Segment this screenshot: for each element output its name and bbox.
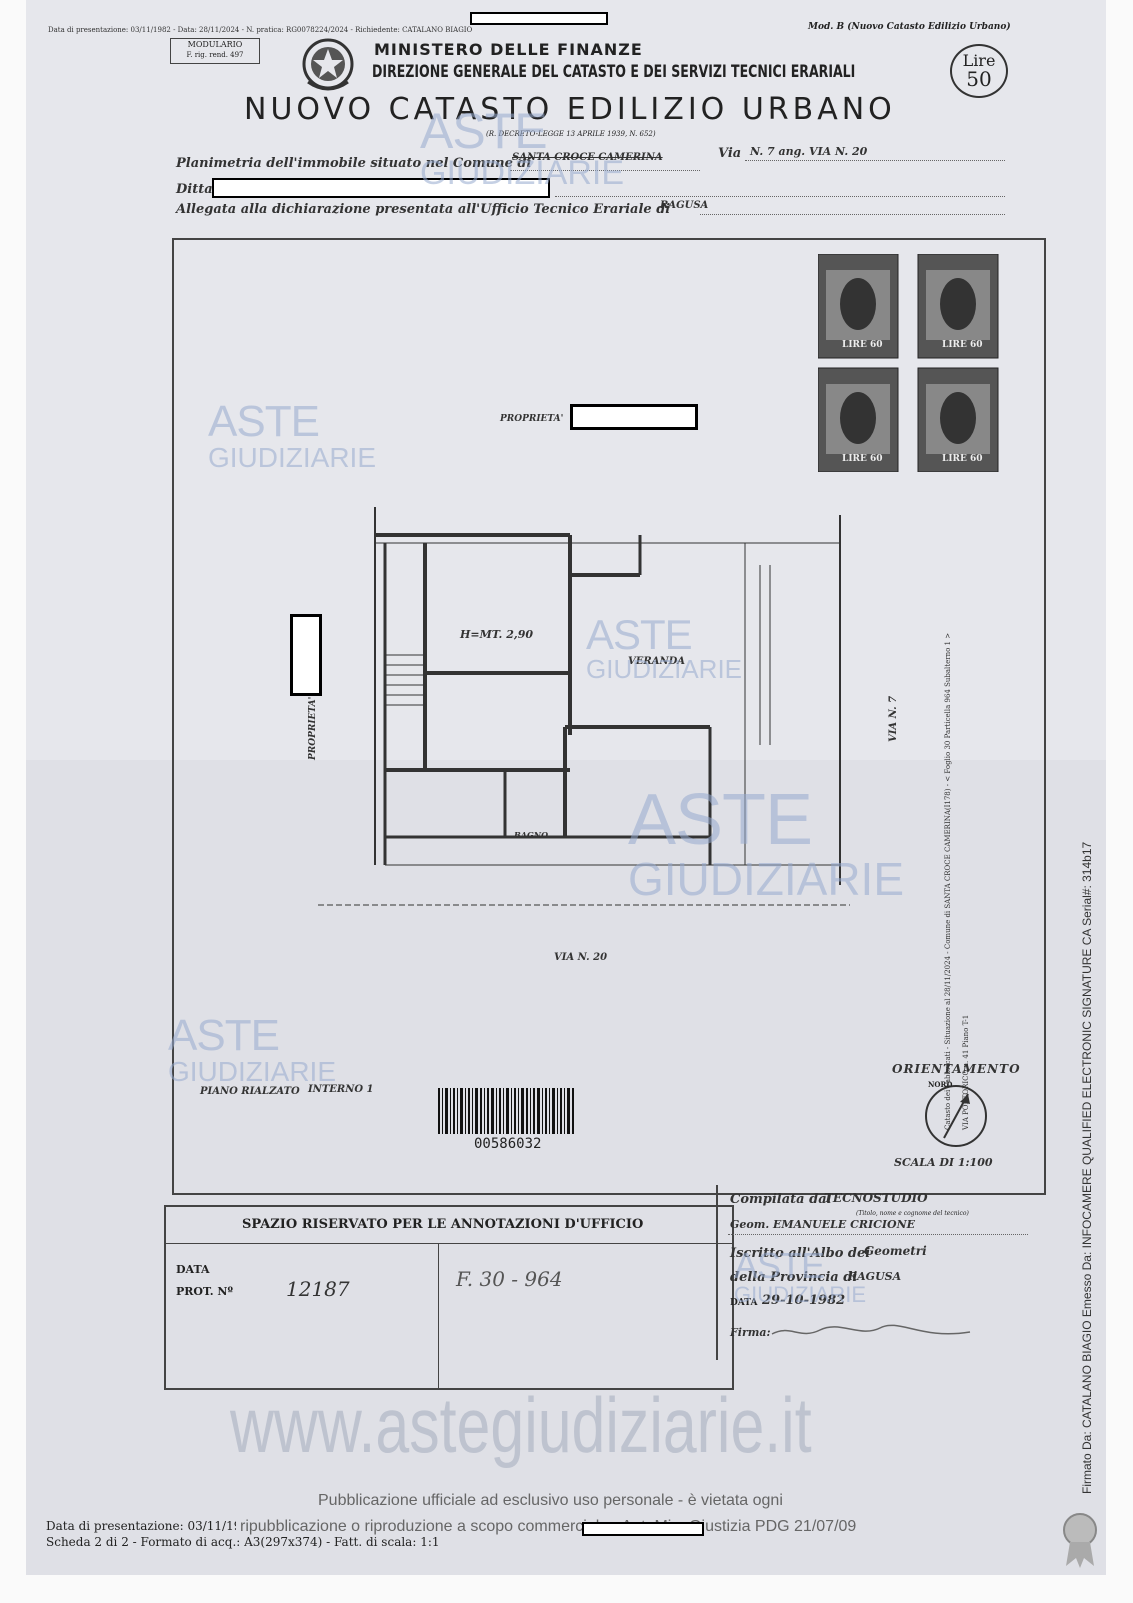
ditta-label: Ditta [176,182,213,197]
lire-value: 50 [966,67,992,91]
divider [166,1243,732,1244]
via-value: N. 7 ang. VIA N. 20 [750,145,868,158]
bagno-label: BAGNO [514,830,549,840]
height-label: H=MT. 2,90 [460,628,534,641]
document-title: NUOVO CATASTO EDILIZIO URBANO [244,92,896,127]
foglio-value: F. 30 - 964 [456,1267,563,1291]
plan-frame [172,238,1046,1195]
allegata-label: Allegata alla dichiarazione presentata a… [176,202,671,217]
orientamento-label: ORIENTAMENTO [892,1062,1021,1076]
compilata-label: Compilata dal [730,1192,832,1207]
piano-label: PIANO RIALZATO [200,1086,300,1097]
republic-emblem-icon [302,38,354,91]
planimetria-label: Planimetria dell'immobile situato nel Co… [176,156,532,171]
annotations-title: SPAZIO RISERVATO PER LE ANNOTAZIONI D'UF… [242,1217,644,1232]
modulario-label: MODULARIO [187,40,243,49]
veranda-label: VERANDA [628,656,686,667]
provincia-label: della Provincia di [730,1270,858,1285]
sheet-fold [26,760,1106,1575]
compilata-value: TECNOSTUDIO [824,1191,928,1205]
data-label: DATA [176,1263,210,1276]
signature-side-text: Firmato Da: CATALANO BIAGIO Emesso Da: I… [1080,841,1094,1494]
prot-value: 12187 [286,1277,350,1301]
redaction-proprieta-left [290,614,322,696]
dotted-line [700,214,1005,215]
barcode-number: 00586032 [474,1136,542,1152]
stamp-value: LIRE 60 [842,340,883,350]
presentation-line: Data di presentazione: 03/11/1982 - Data… [48,26,473,34]
firma-label: Firma: [730,1326,771,1339]
dotted-line [728,1234,1028,1235]
redaction-top [470,12,608,25]
ministry-name: MINISTERO DELLE FINANZE [374,40,643,59]
direction-name: DIREZIONE GENERALE DEL CATASTO E DEI SER… [372,62,856,82]
annotations-box: SPAZIO RISERVATO PER LE ANNOTAZIONI D'UF… [164,1205,734,1390]
mod-label: Mod. B (Nuovo Catasto Edilizio Urbano) [808,22,1011,32]
watermark-site: www.astegiudiziarie.it [230,1381,812,1469]
modulario-sub: F. rig. rend. 497 [186,51,244,59]
via-n20-label: VIA N. 20 [554,952,608,963]
via-label: Via [718,146,742,161]
publication-notice-1: Pubblicazione ufficiale ad esclusivo uso… [318,1492,783,1509]
footer-line-1: Data di presentazione: 03/11/1982 - Data… [46,1519,236,1533]
footer-line-2: Scheda 2 di 2 - Formato di acq.: A3(297x… [46,1535,440,1549]
dotted-line [745,160,1005,161]
redaction-proprieta-top [570,404,698,430]
scala-label: SCALA DI 1:100 [894,1156,993,1169]
revenue-stamps: LIRE 60 LIRE 60 LIRE 60 LIRE 60 [817,253,1000,473]
seal-icon [1063,1513,1097,1568]
lire-label: Lire [962,51,996,70]
redaction-footer [582,1522,704,1536]
tecnico-name: Geom. EMANUELE CRICIONE [730,1218,916,1231]
barcode-icon [438,1088,574,1134]
proprieta-top-label: PROPRIETA' [500,414,564,424]
divider [438,1243,439,1388]
titolo-note: (Titolo, nome e cognome del tecnico) [856,1210,969,1217]
publication-notice-2: ripubblicazione o riproduzione a scopo c… [240,1518,857,1535]
decree-line: (R. DECRETO-LEGGE 13 APRILE 1939, N. 652… [486,130,656,138]
prot-label: PROT. Nº [176,1285,233,1298]
divider [716,1185,718,1360]
interno-label: INTERNO 1 [308,1084,374,1095]
dotted-line [555,196,1005,197]
cadastre-reference: Catasto dei Fabbricati - Situazione al 2… [944,632,952,1130]
modulario-box: MODULARIO F. rig. rend. 497 [170,38,260,64]
provincia-value: RAGUSA [848,1270,902,1283]
stamp-value: LIRE 60 [942,454,983,464]
nord-label: NORD [928,1080,953,1089]
compiler-data-value: 29-10-1982 [762,1293,846,1308]
north-arrow-icon [925,1085,987,1147]
ufficio-value: RAGUSA [660,200,709,211]
stamp-icon [817,253,999,473]
stamp-value: LIRE 60 [842,454,883,464]
iscritto-value: Geometri [864,1244,927,1258]
lire-badge: Lire 50 [950,44,1008,98]
dotted-line [510,170,700,171]
iscritto-label: Iscritto all'Albo dei [730,1246,871,1261]
signature-icon [771,1324,971,1335]
floor-plan-drawing [318,507,850,906]
compiler-data-label: DATA [730,1298,758,1308]
redaction-ditta [212,178,550,198]
stamp-value: LIRE 60 [942,340,983,350]
via-n7-label: VIA N. 7 [888,695,899,742]
comune-value: SANTA CROCE CAMERINA [512,152,663,163]
